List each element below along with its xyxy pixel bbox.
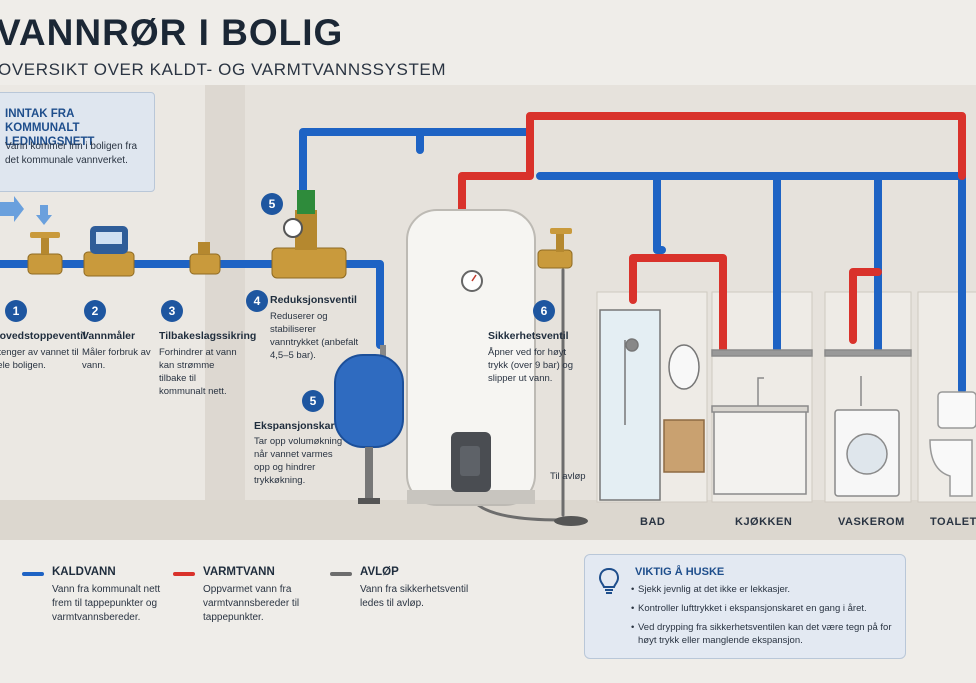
laundry-fixtures [824,349,912,497]
pressure-reducing-valve [271,190,347,279]
component-5-title: Ekspansjonskar [254,420,335,432]
kitchen-fixtures [711,349,813,495]
toilet-fixtures [929,391,976,497]
badge-3: 3 [161,300,183,322]
legend-drain-title: AVLØP [360,566,399,578]
component-2: Vannmåler Måler forbruk av vann. [82,330,157,372]
tips-item: Kontroller lufttrykket i ekspansjonskare… [631,602,896,615]
fittings [27,190,573,279]
component-5-text: Tar opp volumøkning når vannet varmes op… [254,436,343,486]
drain-label: Til avløp [550,471,586,482]
room-label-bad: BAD [640,516,666,528]
legend-hot-swatch [173,572,195,576]
water-meter [83,226,135,277]
legend-cold-text: Vann fra kommunalt nett frem til tappepu… [52,584,161,623]
intake-heading: INNTAK FRA KOMMUNALT LEDNINGSNETT [5,108,95,148]
bathroom-fixtures [599,309,705,501]
component-5: Ekspansjonskar Tar opp volumøkning når v… [254,420,349,487]
lightbulb-icon [598,567,620,594]
room-label-kjokken: KJØKKEN [735,516,793,528]
legend-cold-swatch [22,572,44,576]
badge-5: 5 [302,390,324,412]
legend-drain-swatch [330,572,352,576]
tips-heading: VIKTIG Å HUSKE [635,566,725,578]
legend-cold: KALDVANN Vann fra kommunalt nett frem ti… [22,566,172,625]
badge-2: 2 [84,300,106,322]
badge-1: 1 [5,300,27,322]
component-6: Sikkerhetsventil Åpner ved for høyt tryk… [488,330,583,385]
component-6-title: Sikkerhetsventil [488,330,569,342]
page-title: VANNRØR I BOLIG [0,12,344,53]
tips-item: Sjekk jevnlig at det ikke er lekkasjer. [631,583,896,596]
component-3-text: Forhindrer at vann kan strømme tilbake t… [159,347,237,397]
badge-5-top: 5 [261,193,283,215]
badge-6: 6 [533,300,555,322]
hot-water-pipes [458,112,966,354]
legend-cold-title: KALDVANN [52,566,116,578]
intake-text: Vann kommer inn i boligen fra det kommun… [5,141,138,166]
component-1-text: Stenger av vannet til hele boligen. [0,347,79,371]
backflow-preventer [189,242,221,275]
tips-box: VIKTIG Å HUSKE Sjekk jevnlig at det ikke… [584,554,906,659]
room-label-toalett: TOALETT [930,516,976,528]
main-shutoff-valve [27,232,63,275]
wall-partition [205,85,245,500]
component-3-title: Tilbakeslagssikring [159,330,257,342]
legend-hot-title: VARMTVANN [203,566,275,578]
water-heater [406,209,536,506]
component-2-title: Vannmåler [82,330,136,342]
intake-info-box: INNTAK FRA KOMMUNALT LEDNINGSNETT Vann k… [0,92,155,192]
floor [0,500,976,540]
legend-hot-text: Oppvarmet vann fra varmtvannsbereder til… [203,584,300,623]
safety-valve [537,228,573,269]
tips-item: Ved drypping fra sikkerhetsventilen kan … [631,621,896,647]
expansion-tank [334,345,404,504]
legend-drain-text: Vann fra sikkerhetsventil ledes til avlø… [360,584,469,609]
component-3: Tilbakeslagssikring Forhindrer at vann k… [159,330,257,398]
component-4: Reduksjonsventil Reduserer og stabiliser… [270,294,365,362]
room-label-vaskerom: VASKEROM [838,516,905,528]
component-2-text: Måler forbruk av vann. [82,347,151,371]
floor-drain [554,516,588,526]
legend-hot: VARMTVANN Oppvarmet vann fra varmtvannsb… [173,566,323,625]
component-6-text: Åpner ved for høyt trykk (over 9 bar) og… [488,347,573,384]
legend-drain: AVLØP Vann fra sikkerhetsventil ledes ti… [330,566,480,611]
badge-4: 4 [246,290,268,312]
component-4-text: Reduserer og stabiliserer vanntrykket (a… [270,311,359,361]
component-1: Hovedstoppeventil Stenger av vannet til … [0,330,86,372]
component-1-title: Hovedstoppeventil [0,330,86,342]
tips-list: Sjekk jevnlig at det ikke er lekkasjer. … [631,583,896,653]
inflow-arrows [0,196,52,225]
component-4-title: Reduksjonsventil [270,294,357,306]
page-subtitle: OVERSIKT OVER KALDT- OG VARMTVANNSSYSTEM [0,60,447,79]
